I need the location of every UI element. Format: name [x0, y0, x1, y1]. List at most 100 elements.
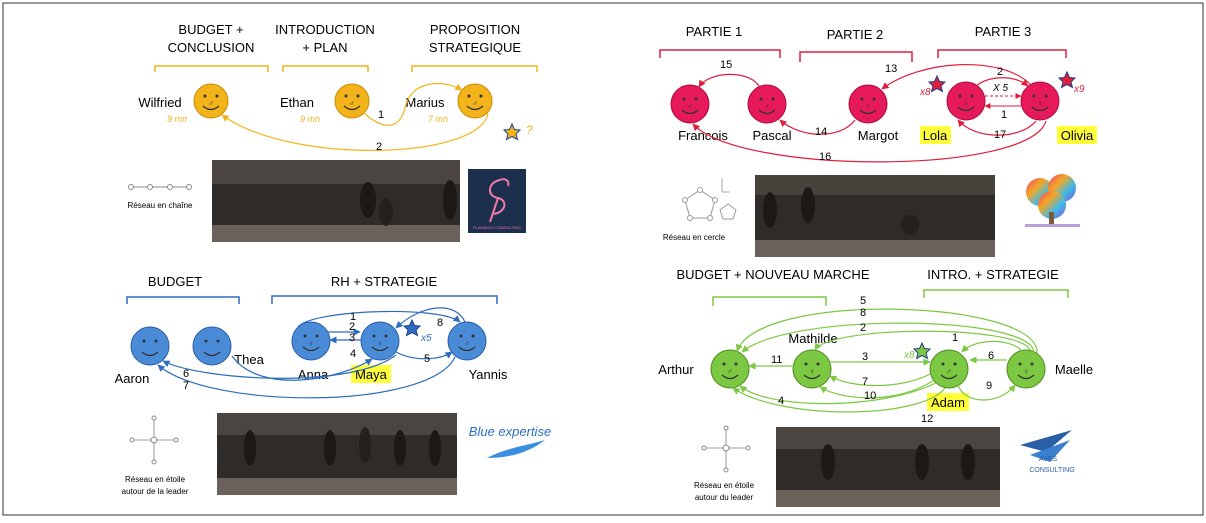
edge-yannis-maya-8 — [395, 307, 466, 329]
edge-label-2: 2 — [349, 321, 355, 333]
edge-thea-maya-4 — [231, 355, 373, 381]
name-margot: Margot — [858, 128, 899, 143]
edge-maya-yannis-5 — [395, 351, 453, 360]
edge-label-13: 13 — [885, 63, 897, 75]
header-partie-3: PARTIE 3 — [975, 24, 1032, 39]
male-symbol-icon: ♂ — [764, 102, 770, 111]
female-symbol-icon: ♀ — [809, 367, 815, 376]
name-pascal: Pascal — [752, 128, 791, 143]
person-wilfried: ♂ — [193, 83, 229, 119]
star-network-icon — [129, 415, 179, 465]
header-budget-nouveau-marche: BUDGET + NOUVEAU MARCHE — [677, 267, 870, 282]
bracket-intro — [282, 65, 369, 72]
header-partie-2: PARTIE 2 — [827, 27, 884, 42]
aves-consulting-logo: AVES CONSULTING — [1020, 430, 1075, 474]
header-introduction-line2: + PLAN — [302, 40, 347, 55]
edge-ethan-marius — [363, 83, 463, 126]
header-proposition-line1: PROPOSITION — [430, 22, 520, 37]
male-symbol-icon: ♂ — [727, 367, 733, 376]
bracket-rh — [271, 295, 498, 304]
chain-network-icon — [128, 184, 192, 190]
edge-label-2: 2 — [376, 141, 382, 153]
male-symbol-icon: ♂ — [208, 99, 214, 108]
network-label-line1: Réseau en étoile — [694, 481, 755, 490]
network-label-line1: Réseau en étoile — [125, 475, 186, 484]
male-symbol-icon: ♂ — [946, 367, 952, 376]
edge-label-6: 6 — [183, 368, 189, 380]
edge-label-2: 2 — [860, 322, 866, 334]
female-symbol-icon: ♀ — [865, 102, 871, 111]
edge-label-4: 4 — [350, 348, 356, 360]
edge-maya-aaron-6 — [162, 354, 397, 379]
person-arthur: ♂ — [710, 349, 750, 389]
header-partie-1: PARTIE 1 — [686, 24, 743, 39]
header-proposition-line2: STRATEGIQUE — [429, 40, 522, 55]
edge-label-9: 9 — [986, 380, 992, 392]
person-ethan: ♂ — [334, 83, 370, 119]
network-label-line2: autour de la leader — [122, 487, 189, 496]
bracket-intro — [923, 289, 1069, 298]
edge-label-x5: X 5 — [992, 83, 1008, 94]
star-icon — [402, 318, 422, 337]
edge-label-5: 5 — [424, 353, 430, 365]
name-adam: Adam — [931, 395, 965, 410]
name-arthur: Arthur — [658, 362, 694, 377]
female-symbol-icon: ♀ — [1023, 367, 1029, 376]
edge-label-5: 5 — [860, 295, 866, 307]
male-symbol-icon: ♂ — [472, 99, 478, 108]
slide-frame — [2, 2, 1204, 516]
edge-maelle-adam-1 — [961, 340, 1023, 353]
edge-pascal-francois — [698, 73, 761, 89]
circle-network-icon — [682, 178, 737, 221]
person-francois: ♂ — [670, 84, 710, 124]
edge-label-3: 3 — [862, 351, 868, 363]
person-anna: ♀ — [291, 321, 331, 361]
bracket-budget — [154, 65, 269, 72]
female-symbol-icon: ♀ — [308, 339, 314, 348]
team-aves: BUDGET + NOUVEAU MARCHE INTRO. + STRATEG… — [658, 267, 1093, 507]
team-photo — [212, 160, 460, 242]
header-budget-conclusion-line2: CONCLUSION — [168, 40, 255, 55]
name-mathilde: Mathilde — [788, 331, 837, 346]
bracket-budget — [712, 296, 827, 306]
person-adam: ♂ — [929, 349, 969, 389]
edge-adam-mathilde-10 — [819, 379, 935, 399]
lola-highlight — [920, 126, 951, 144]
person-pascal: ♂ — [747, 84, 787, 124]
edge-label-15: 15 — [720, 59, 732, 71]
star-icon — [912, 341, 932, 360]
edge-adam-mathilde-7 — [829, 373, 931, 387]
header-introduction-line1: INTRODUCTION — [275, 22, 375, 37]
team-photo — [776, 427, 1000, 507]
edge-label-1: 1 — [378, 109, 384, 121]
edge-label-10: 10 — [864, 390, 876, 402]
edge-adam-arthur-12 — [732, 387, 946, 413]
person-thea — [192, 326, 232, 366]
name-maya: Maya — [355, 367, 388, 382]
star-note: x8 — [903, 350, 915, 361]
person-maelle: ♀ — [1006, 349, 1046, 389]
edge-label-3: 3 — [349, 332, 355, 344]
female-symbol-icon: ♀ — [963, 99, 969, 108]
edge-maelle-arthur-5 — [735, 308, 1038, 354]
star-note: x5 — [420, 333, 432, 344]
person-maya: ♀ — [360, 321, 400, 361]
edge-label-17: 17 — [994, 129, 1006, 141]
name-wilfried: Wilfried — [138, 95, 181, 110]
edge-label-4: 4 — [778, 395, 784, 407]
edge-label-1: 1 — [1001, 109, 1007, 121]
edge-yannis-aaron-7 — [157, 356, 456, 399]
edge-label-14: 14 — [815, 126, 827, 138]
star-note-lola: x8 — [919, 87, 931, 98]
bracket-partie-3 — [937, 49, 1067, 58]
edge-lola-olivia-a — [975, 77, 1029, 87]
edge-label-12: 12 — [921, 413, 933, 425]
flamingo-consulting-logo: FLAMINGO CONSULTING — [468, 169, 526, 233]
male-symbol-icon: ♂ — [349, 99, 355, 108]
team-photo — [755, 175, 995, 257]
bracket-partie-1 — [659, 49, 781, 58]
bracket-proposition — [411, 65, 538, 72]
edge-label-2: 2 — [997, 66, 1003, 78]
logo-text-aves: AVES — [1039, 456, 1057, 463]
